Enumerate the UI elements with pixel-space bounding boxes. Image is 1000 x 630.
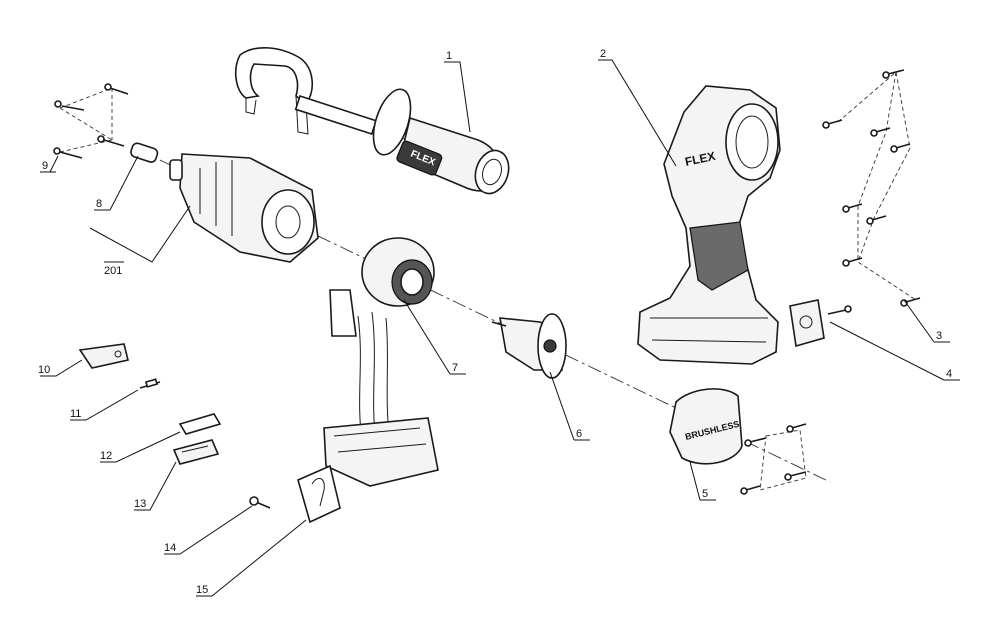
callout-10: 10 bbox=[38, 364, 50, 376]
part-15-belt-clip bbox=[297, 464, 341, 524]
part-2-housing: FLEX bbox=[637, 85, 781, 365]
callout-8: 8 bbox=[96, 198, 102, 210]
part-7-stator-wiring bbox=[323, 237, 439, 487]
callout-7: 7 bbox=[452, 362, 458, 374]
callout-11: 11 bbox=[70, 408, 81, 420]
callout-4: 4 bbox=[946, 368, 952, 380]
callout-2: 2 bbox=[600, 48, 606, 60]
part-10-switch-cap bbox=[78, 343, 129, 369]
part-11-spring-pin bbox=[139, 378, 161, 389]
part-12-lens bbox=[178, 413, 222, 435]
part-9-screws bbox=[53, 83, 129, 159]
callout-12: 12 bbox=[100, 450, 112, 462]
part-13-lens-holder bbox=[172, 439, 220, 465]
part-6-rotor bbox=[491, 313, 567, 379]
callout-201: 201 bbox=[104, 265, 122, 277]
callout-3: 3 bbox=[936, 330, 942, 342]
callout-6: 6 bbox=[576, 428, 582, 440]
part-8-bushing bbox=[130, 142, 159, 163]
part-5-rear-cover: BRUSHLESS bbox=[669, 388, 743, 465]
part-14-screw bbox=[249, 496, 271, 509]
callout-14: 14 bbox=[164, 542, 176, 554]
callout-labels: 1 2 3 4 5 6 7 8 9 10 11 12 13 14 15 201 bbox=[38, 48, 952, 596]
part-3-housing-screws bbox=[822, 69, 921, 307]
callout-5: 5 bbox=[702, 488, 708, 500]
callout-9: 9 bbox=[42, 160, 48, 172]
part-201-gearbox bbox=[169, 153, 319, 263]
cover-screws bbox=[740, 423, 807, 495]
callout-15: 15 bbox=[196, 584, 208, 596]
callout-13: 13 bbox=[134, 498, 146, 510]
leader-lines bbox=[40, 59, 960, 597]
part-1-side-handle: FLEX bbox=[234, 46, 510, 195]
callout-1: 1 bbox=[446, 50, 452, 62]
part-4-clip-block bbox=[789, 299, 852, 348]
housing-brand-text: FLEX bbox=[684, 149, 717, 169]
